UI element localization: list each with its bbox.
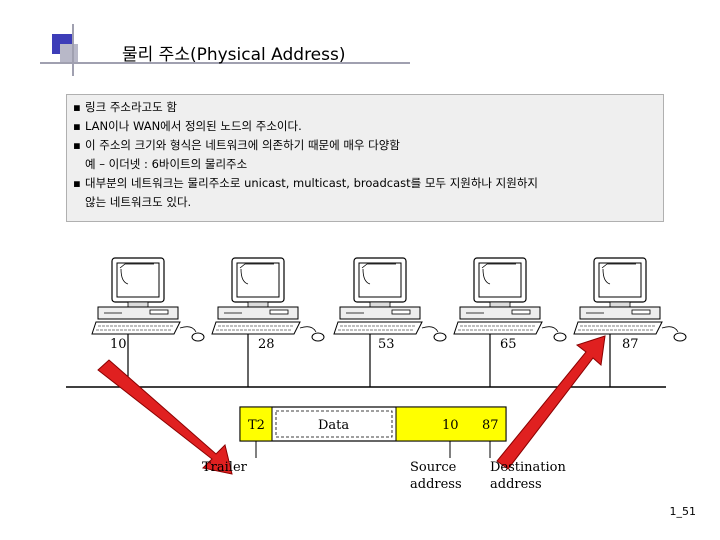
arrow-up-icon	[496, 335, 606, 470]
slide-title: 물리 주소(Physical Address)	[122, 45, 346, 65]
bullet-text: 이 주소의 크기와 형식은 네트워크에 의존하기 때문에 매우 다양함	[85, 138, 400, 152]
source-field-text: 10	[442, 418, 459, 433]
trailer-label: Trailer	[202, 460, 248, 475]
bullet-dot-icon: ▪	[73, 176, 81, 190]
destination-label-line2: address	[490, 477, 542, 492]
data-field-text: Data	[318, 418, 349, 433]
destination-label: Destination	[490, 460, 567, 475]
node-address-label: 65	[500, 337, 517, 352]
bullet-item: ▪ 링크 주소라고도 함	[67, 98, 663, 117]
trailer-field-text: T2	[248, 418, 265, 433]
computer-icon	[211, 257, 325, 342]
bullet-dot-icon: ▪	[73, 138, 81, 152]
text-box: ▪ 링크 주소라고도 함 ▪ LAN이나 WAN에서 정의된 노드의 주소이다. ▪…	[66, 94, 664, 222]
node-address-label: 10	[110, 337, 127, 352]
decor-horizontal-line	[40, 62, 410, 64]
sub-line: 예 – 이더넷 : 6바이트의 물리주소	[85, 157, 248, 171]
arrow-down-icon	[97, 359, 233, 475]
frame-header-field	[395, 406, 507, 442]
bullet-text: 대부분의 네트워크는 물리주소로 unicast, multicast, bro…	[85, 176, 538, 190]
computer-icon	[573, 257, 687, 342]
computer-icon	[91, 257, 205, 342]
source-label: Source	[410, 460, 457, 475]
node-address-label: 28	[258, 337, 275, 352]
computer-icon	[333, 257, 447, 342]
bullet-dot-icon: ▪	[73, 119, 81, 133]
bullet-dot-icon: ▪	[73, 100, 81, 114]
bullet-continuation: 않는 네트워크도 있다.	[85, 195, 192, 209]
computer-icon	[453, 257, 567, 342]
node-address-label: 53	[378, 337, 395, 352]
network-diagram: 10 28 53 65 87 T2 Data 10 87 Trailer Sou…	[66, 257, 687, 492]
bullet-item: ▪ 대부분의 네트워크는 물리주소로 unicast, multicast, br…	[67, 174, 663, 193]
destination-field-text: 87	[482, 418, 499, 433]
decor-square-gray	[60, 44, 78, 62]
decor-vertical-line	[72, 24, 74, 76]
node-address-label: 87	[622, 337, 639, 352]
bullet-item: ▪ LAN이나 WAN에서 정의된 노드의 주소이다.	[67, 117, 663, 136]
bullet-text: 링크 주소라고도 함	[85, 100, 177, 114]
bullet-text: LAN이나 WAN에서 정의된 노드의 주소이다.	[85, 119, 302, 133]
bullet-item: ▪ 이 주소의 크기와 형식은 네트워크에 의존하기 때문에 매우 다양함	[67, 136, 663, 155]
page-number: 1_51	[669, 505, 697, 518]
frame-data-field	[275, 410, 393, 438]
source-label-line2: address	[410, 477, 462, 492]
